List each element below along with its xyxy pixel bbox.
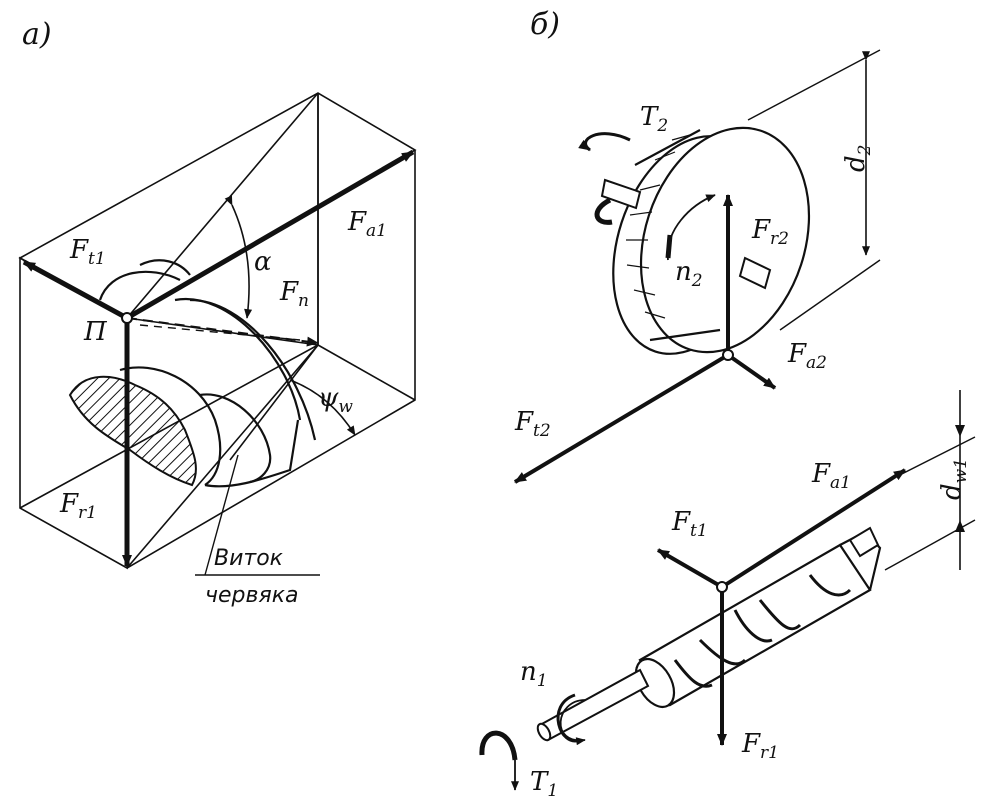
pole-point	[121, 312, 133, 324]
worm-helix	[673, 574, 852, 688]
caption-line2: червяка	[205, 583, 298, 608]
label-fa1: Fa1	[347, 207, 387, 241]
ft1-worm-arrow	[656, 548, 724, 589]
label-fa2: Fa2	[787, 339, 827, 373]
label-fa1-worm: Fa1	[811, 459, 851, 493]
label-fr1-worm: Fr1	[741, 729, 779, 763]
label-t1: T1	[530, 767, 558, 801]
label-t2: T2	[640, 102, 668, 136]
worm-contact-point	[716, 581, 728, 593]
wheel-teeth	[626, 134, 691, 319]
wheel-contact-point	[722, 349, 734, 361]
label-pole: П	[83, 317, 108, 347]
label-d2: d2	[841, 145, 875, 172]
label-fn: Fn	[279, 277, 309, 311]
panel-a: а) Ft1 Fa1 Fn Fr1 α ψw П Виток червяка	[18, 17, 417, 608]
label-ft2: Ft2	[514, 407, 551, 441]
label-n2: n2	[675, 257, 703, 291]
wheel-shaft	[600, 178, 772, 290]
label-alpha: α	[254, 247, 272, 277]
label-fr2: Fr2	[751, 215, 789, 249]
alpha-angle-arc	[224, 195, 253, 319]
panel-a-label: а)	[22, 17, 52, 52]
psi-angle-arc	[289, 379, 356, 436]
ft1-arrow	[22, 259, 129, 321]
caption-leader	[204, 454, 239, 576]
worm-shaft-end	[536, 526, 880, 742]
label-n1: n1	[520, 657, 548, 691]
t2-torque-arrow	[578, 132, 631, 152]
worm-wheel	[612, 126, 811, 355]
worm-body	[634, 530, 882, 708]
label-ft1: Ft1	[69, 235, 106, 269]
label-ft1-worm: Ft1	[671, 507, 708, 541]
caption-line1: Виток	[214, 546, 284, 571]
box-wireframe	[18, 92, 417, 570]
fa2-arrow	[726, 353, 777, 390]
hatched-section	[68, 375, 197, 487]
ft2-arrow	[513, 353, 730, 484]
fa1-worm-arrow	[720, 468, 907, 589]
label-dw1: dw1	[937, 458, 971, 500]
label-psi: ψw	[318, 383, 353, 417]
fa1-arrow	[125, 149, 415, 321]
label-fr1: Fr1	[59, 489, 97, 523]
panel-b-label: б)	[530, 7, 560, 42]
t1-torque-arrow	[479, 730, 518, 761]
panel-b: б) d2 T2 n2	[479, 7, 976, 801]
